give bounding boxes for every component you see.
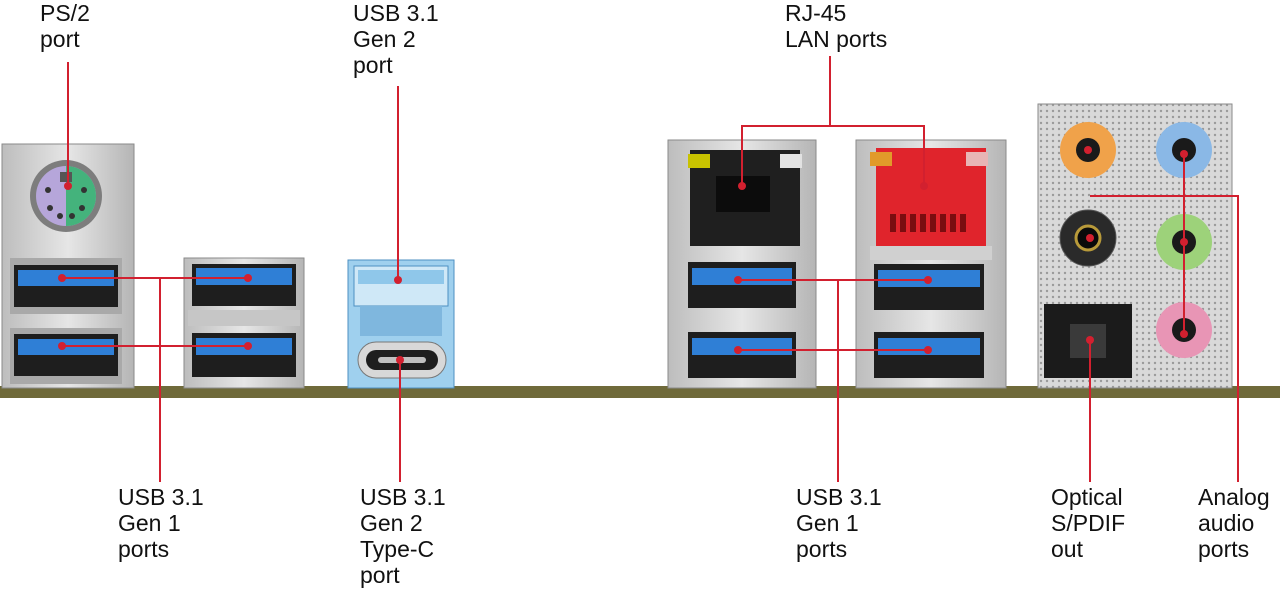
pcb-strip: [0, 386, 1280, 398]
label-line: Gen 2: [360, 510, 423, 536]
label-usb-gen1-ports-left: USB 3.1 Gen 1 ports: [118, 484, 204, 562]
label-line: audio: [1198, 510, 1255, 536]
label-usb-gen2-typec-port: USB 3.1 Gen 2 Type-C port: [360, 484, 446, 588]
label-line: RJ-45: [785, 0, 847, 26]
label-line: Type-C: [360, 536, 435, 562]
label-rj45-lan-ports: RJ-45 LAN ports: [785, 0, 887, 52]
label-line: USB 3.1: [360, 484, 446, 510]
label-optical-spdif-out: Optical S/PDIF out: [1051, 484, 1125, 562]
label-line: ports: [796, 536, 848, 562]
audio-panel: [1037, 103, 1233, 389]
label-line: LAN ports: [785, 26, 888, 52]
label-line: Analog: [1198, 484, 1270, 510]
label-line: port: [353, 52, 393, 78]
lan-usb-stack-1: [667, 139, 817, 389]
label-line: S/PDIF: [1051, 510, 1126, 536]
label-usb-gen1-ports-right: USB 3.1 Gen 1 ports: [796, 484, 882, 562]
label-line: out: [1051, 536, 1083, 562]
label-line: USB 3.1: [118, 484, 204, 510]
leader-dots: [58, 146, 1188, 364]
label-usb-gen2-port: USB 3.1 Gen 2 port: [353, 0, 439, 78]
left-bracket: [1, 143, 135, 389]
label-line: ports: [118, 536, 170, 562]
lan-usb-stack-2: [855, 139, 1007, 389]
label-line: PS/2: [40, 0, 90, 26]
label-line: Gen 1: [796, 510, 859, 536]
label-line: ports: [1198, 536, 1250, 562]
label-line: port: [40, 26, 80, 52]
label-line: Optical: [1051, 484, 1123, 510]
label-line: Gen 2: [353, 26, 416, 52]
label-line: USB 3.1: [353, 0, 439, 26]
label-ps2-port: PS/2 port: [40, 0, 90, 52]
label-line: port: [360, 562, 400, 588]
label-analog-audio-ports: Analog audio ports: [1198, 484, 1270, 562]
label-line: USB 3.1: [796, 484, 882, 510]
label-line: Gen 1: [118, 510, 181, 536]
